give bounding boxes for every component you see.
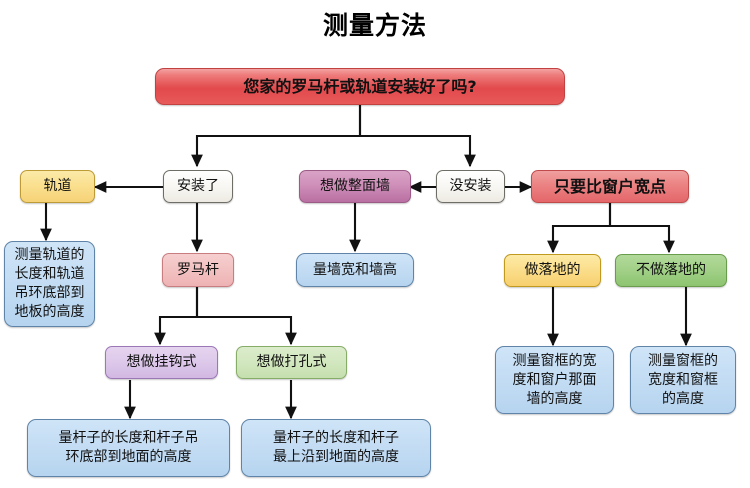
node-zuoluodi[interactable]: 做落地的	[504, 254, 601, 287]
node-anzhuangle[interactable]: 安装了	[163, 170, 233, 203]
node-dakongshi[interactable]: 想做打孔式	[236, 346, 347, 379]
node-buzuoluodi[interactable]: 不做落地的	[615, 254, 727, 287]
node-measure-track[interactable]: 测量轨道的 长度和轨道 吊环底部到 地板的高度	[4, 241, 95, 327]
node-measure-rod-top[interactable]: 量杆子的长度和杆子 最上沿到地面的高度	[241, 419, 431, 477]
node-zhengmianqiang[interactable]: 想做整面墙	[299, 170, 411, 203]
node-measure-frame[interactable]: 测量窗框的 宽度和窗框 的高度	[630, 346, 736, 414]
node-measure-wall[interactable]: 量墙宽和墙高	[296, 253, 414, 287]
edge-kuandian-to-zuoluodi	[547, 203, 612, 254]
node-measure-frame-wall[interactable]: 测量窗框的宽 度和窗户那面 墙的高度	[495, 346, 614, 414]
node-meianzhuang[interactable]: 没安装	[436, 170, 505, 203]
node-guidao[interactable]: 轨道	[20, 170, 95, 203]
edge-root-to-meianzhuang	[358, 104, 476, 168]
edge-luomagan-to-guagoushi	[154, 287, 199, 346]
edge-root-to-anzhuangle	[191, 104, 362, 168]
page-title: 测量方法	[322, 11, 427, 40]
node-luomagan[interactable]: 罗马杆	[162, 253, 234, 287]
edge-kuandian-to-buzuoluodi	[608, 203, 675, 254]
node-kuandian[interactable]: 只要比窗户宽点	[531, 170, 689, 203]
node-guagoushi[interactable]: 想做挂钩式	[105, 346, 218, 379]
node-measure-rod-hook[interactable]: 量杆子的长度和杆子吊 环底部到地面的高度	[27, 419, 230, 477]
edge-luomagan-to-dakongshi	[195, 287, 297, 346]
node-root[interactable]: 您家的罗马杆或轨道安装好了吗?	[155, 68, 565, 105]
